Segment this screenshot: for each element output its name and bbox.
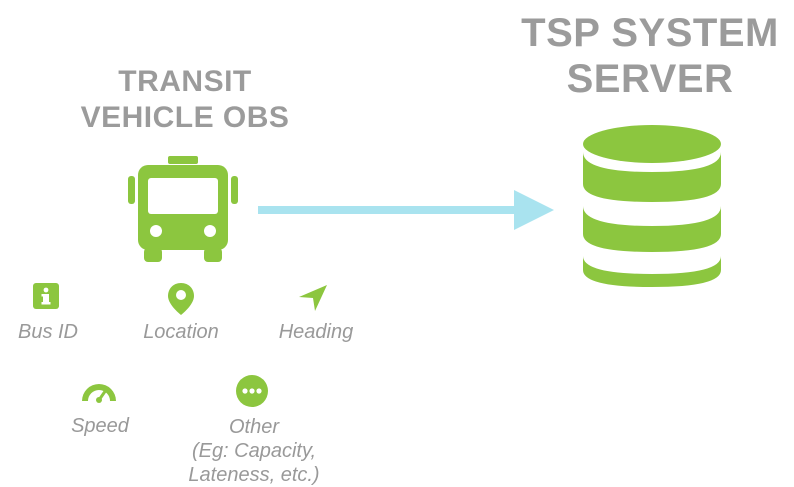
other-label-line2: (Eg: Capacity, [191, 440, 317, 462]
speed-label: Speed [71, 415, 129, 437]
server-title-line1: TSP SYSTEM [521, 11, 779, 55]
other-label-line3: Lateness, etc.) [188, 464, 320, 486]
bus-id-label: Bus ID [17, 321, 79, 343]
vehicle-obs-title-line1: TRANSIT [118, 65, 252, 98]
speedometer-icon [82, 384, 116, 403]
info-icon [33, 283, 59, 309]
vehicle-obs-title: TRANSIT VEHICLE OBS [40, 64, 330, 136]
right-arrow [258, 190, 554, 230]
server-title: TSP SYSTEM SERVER [505, 10, 794, 102]
vehicle-obs-title-line2: VEHICLE OBS [80, 101, 290, 134]
bus-icon [128, 156, 238, 262]
navigation-arrow-icon [299, 285, 327, 311]
other-label-line1: Other [228, 416, 280, 438]
database-icon [583, 125, 721, 287]
location-label: Location [143, 321, 219, 343]
heading-label: Heading [278, 321, 354, 343]
ellipsis-icon [236, 375, 268, 407]
server-title-line2: SERVER [566, 57, 734, 101]
map-pin-icon [168, 283, 194, 315]
other-label: Other (Eg: Capacity, Lateness, etc.) [166, 415, 342, 487]
